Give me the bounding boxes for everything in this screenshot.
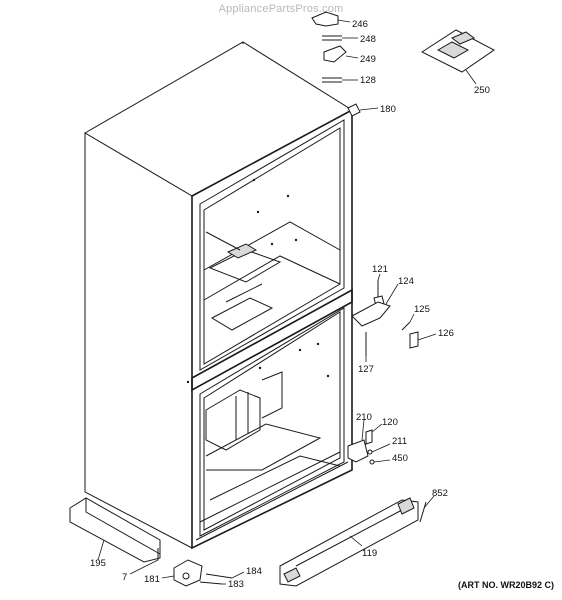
lower-left-parts xyxy=(69,497,233,587)
right-side-parts xyxy=(279,280,427,587)
art-number-label: (ART NO. WR20B92 C) xyxy=(457,580,554,590)
callout-211: 211 xyxy=(392,436,407,447)
callout-183: 183 xyxy=(228,579,244,590)
part-246 xyxy=(311,11,339,27)
callout-119: 119 xyxy=(362,548,377,559)
top-hinge-parts xyxy=(311,11,495,117)
callout-181: 181 xyxy=(144,574,160,585)
callout-249: 249 xyxy=(360,54,376,65)
callout-120: 120 xyxy=(382,417,398,428)
callout-246: 246 xyxy=(352,19,368,30)
refrigerator-case xyxy=(84,41,353,550)
callout-leaders xyxy=(97,19,477,585)
part-210 xyxy=(347,439,369,463)
part-180 xyxy=(347,103,361,117)
callout-195: 195 xyxy=(90,558,106,569)
callout-121: 121 xyxy=(372,264,388,275)
callout-250: 250 xyxy=(474,85,490,96)
callout-labels: 246 248 249 128 250 180 121 124 125 126 … xyxy=(90,19,490,590)
callout-7: 7 xyxy=(122,572,127,583)
callout-450: 450 xyxy=(392,453,408,464)
callout-124: 124 xyxy=(398,276,414,287)
callout-184: 184 xyxy=(246,566,262,577)
callout-126: 126 xyxy=(438,328,454,339)
watermark: AppliancePartsPros.com xyxy=(218,3,344,15)
part-181 xyxy=(173,559,203,587)
part-119 xyxy=(279,499,419,587)
part-124 xyxy=(351,301,391,327)
callout-248: 248 xyxy=(360,34,376,45)
callout-127: 127 xyxy=(358,364,374,375)
callout-210: 210 xyxy=(356,412,372,423)
callout-852: 852 xyxy=(432,488,448,499)
callout-128: 128 xyxy=(360,75,376,86)
part-249 xyxy=(323,45,347,63)
callout-180: 180 xyxy=(380,104,396,115)
callout-125: 125 xyxy=(414,304,430,315)
